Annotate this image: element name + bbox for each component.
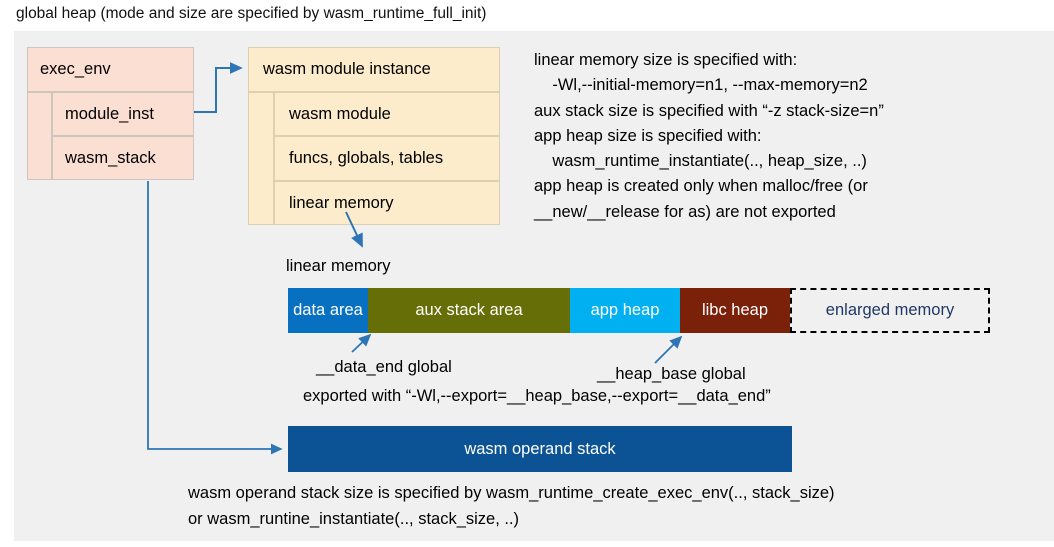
exec-env-field-module-inst: module_inst bbox=[52, 92, 194, 136]
exec-env-gutter bbox=[27, 92, 52, 180]
memory-config-note-line-0: linear memory size is specified with: bbox=[534, 51, 798, 69]
memory-segment-aux-stack-area: aux stack area bbox=[368, 288, 570, 333]
operand-stack-notes: wasm operand stack size is specified by … bbox=[188, 481, 835, 532]
annotation-data-end: __data_end global bbox=[316, 358, 452, 376]
wasm-module-instance-row-wasm-module: wasm module bbox=[274, 92, 500, 136]
memory-config-note-line-3: app heap size is specified with: bbox=[534, 126, 762, 145]
memory-segment-data-area: data area bbox=[288, 288, 368, 333]
memory-segment-libc-heap: libc heap bbox=[680, 288, 790, 333]
linear-memory-label: linear memory bbox=[286, 257, 391, 275]
wasm-module-instance-gutter bbox=[248, 92, 274, 225]
annotation-heap-base: __heap_base global bbox=[597, 365, 746, 383]
wasm-module-instance-row-funcs-globals-tables: funcs, globals, tables bbox=[274, 136, 500, 181]
operand-stack-note-line-1: or wasm_runtine_instantiate(.., stack_si… bbox=[188, 509, 520, 528]
memory-config-notes: linear memory size is specified with: -W… bbox=[534, 48, 1034, 225]
wasm-module-instance-title: wasm module instance bbox=[248, 47, 500, 92]
wasm-operand-stack-box: wasm operand stack bbox=[288, 426, 792, 472]
operand-stack-note-line-0: wasm operand stack size is specified by … bbox=[188, 484, 835, 502]
memory-config-note-line-1: -Wl,--initial-memory=n1, --max-memory=n2 bbox=[534, 76, 868, 95]
memory-segment-app-heap: app heap bbox=[570, 288, 680, 333]
exec-env-title: exec_env bbox=[27, 47, 194, 92]
memory-config-note-line-2: aux stack size is specified with “-z sta… bbox=[534, 101, 884, 120]
page-title: global heap (mode and size are specified… bbox=[16, 5, 487, 22]
exec-env-field-wasm-stack: wasm_stack bbox=[52, 136, 194, 180]
memory-config-note-line-4: wasm_runtime_instantiate(.., heap_size, … bbox=[534, 152, 867, 171]
memory-segment-enlarged-memory: enlarged memory bbox=[790, 288, 990, 333]
memory-config-note-line-6: __new/__release for as) are not exported bbox=[534, 202, 836, 221]
memory-config-note-line-5: app heap is created only when malloc/fre… bbox=[534, 177, 868, 196]
wasm-module-instance-row-linear-memory: linear memory bbox=[274, 181, 500, 225]
annotation-exported-with: exported with “-Wl,--export=__heap_base,… bbox=[303, 387, 771, 405]
